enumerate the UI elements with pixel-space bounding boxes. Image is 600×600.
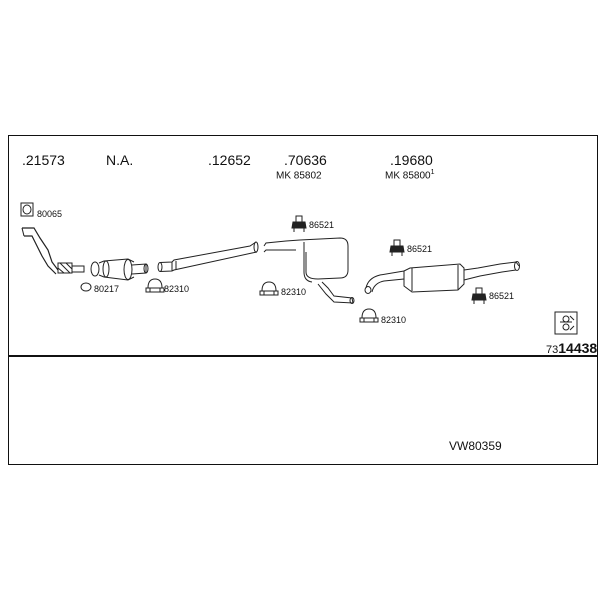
kit-number-prefix: 73 [546,344,559,356]
ref-header-catalyst: N.A. [106,152,134,168]
front-pipe-icon [21,227,85,275]
clamp-icon [259,281,279,296]
diagram-code: VW80359 [449,439,502,453]
mk-label-centre: MK 85802 [276,170,322,182]
middle-pipe-icon [157,241,259,272]
clamp-icon [145,278,165,293]
ref-header-middle-pipe: .12652 [208,152,251,168]
ring-icon [80,282,92,292]
ref-header-downpipe: .21573 [22,152,65,168]
kit-number: 7314438 [546,340,597,358]
part-label-gasket-80065: 80065 [37,209,63,219]
ref-header-centre-silencer: .70636 [284,152,327,168]
hanger-icon [291,215,307,232]
part-label-clamp-82310-b: 82310 [281,287,307,297]
diagram-frame [8,135,598,465]
catalyst-icon [90,258,149,281]
part-label-clamp-82310-c: 82310 [381,315,407,325]
gasket-icon [20,202,34,217]
part-label-hanger-86521-c: 86521 [489,291,515,301]
part-label-hanger-86521-b: 86521 [407,244,433,254]
hanger-icon [389,239,405,256]
centre-silencer-icon [263,237,355,304]
part-label-clamp-82310-a: 82310 [164,284,190,294]
part-label-hanger-86521-a: 86521 [309,220,335,230]
ref-header-rear-silencer: .19680 [390,152,433,168]
mk-label-rear: MK 858001 [385,169,435,182]
hanger-icon [471,287,487,304]
rear-silencer-icon [364,261,520,294]
clamp-icon [359,308,379,323]
assembly-kit-icon [554,311,578,335]
kit-number-main: 14438 [558,340,598,356]
diagram-divider [8,355,598,357]
part-label-ring-80217: 80217 [94,284,120,294]
